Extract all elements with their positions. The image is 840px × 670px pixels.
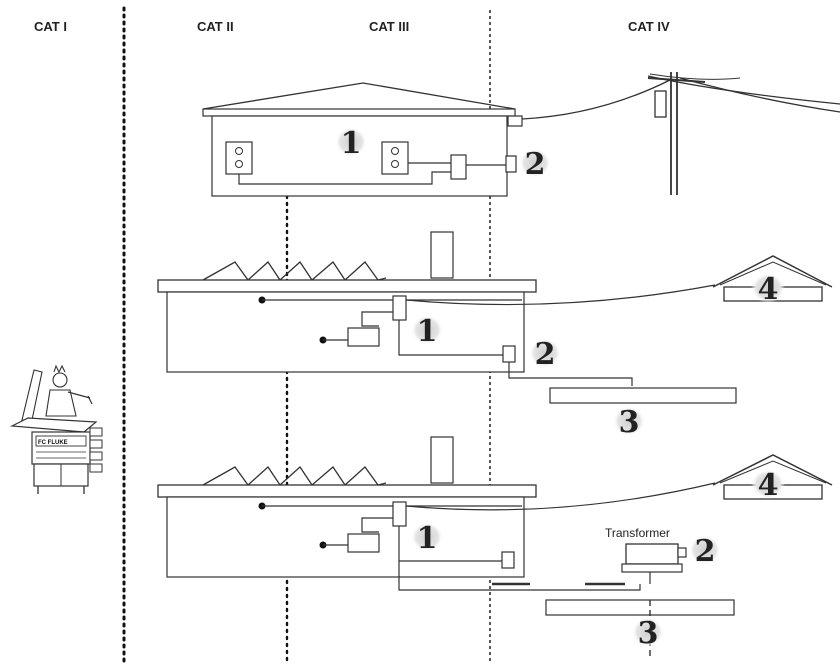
load-box-icon [347, 327, 380, 347]
row3-label-3: 3 [638, 616, 659, 651]
breaker-panel-icon [450, 154, 467, 180]
load-box-icon [347, 533, 380, 553]
copier-machine-icon: FC FLUKE [9, 364, 103, 494]
solar-panel-icon [202, 466, 387, 486]
row2-label-1: 1 [417, 314, 438, 349]
chimney [430, 436, 454, 484]
row3-house [157, 436, 735, 616]
service-meter-icon [502, 345, 516, 363]
row3-label-2: 2 [695, 534, 716, 569]
row2-house [157, 231, 737, 404]
ground-slab [549, 387, 737, 404]
outlet-icon [225, 141, 253, 175]
row2-label-4: 4 [758, 272, 779, 307]
outlet-icon [381, 141, 409, 175]
meter-brand-label: FC FLUKE [38, 440, 68, 446]
row1-house [202, 79, 671, 197]
solar-panel-icon [202, 261, 387, 281]
breaker-panel-icon [392, 501, 407, 527]
ground-slab [545, 599, 735, 616]
cat-i-label: CAT I [34, 19, 67, 34]
row3-label-4: 4 [758, 468, 779, 503]
service-meter-icon [501, 551, 515, 569]
pole-transformer-icon [654, 90, 667, 118]
row3-label-1: 1 [417, 521, 438, 556]
cat-ii-label: CAT II [197, 19, 234, 34]
cat-iv-label: CAT IV [628, 19, 670, 34]
cat-iii-label: CAT III [369, 19, 409, 34]
row2-label-3: 3 [619, 405, 640, 440]
transformer-label: Transformer [605, 526, 670, 540]
chimney [430, 231, 454, 279]
breaker-panel-icon [392, 295, 407, 321]
row1-label-1: 1 [341, 126, 362, 161]
service-meter-icon [505, 155, 517, 173]
row1-label-2: 2 [525, 147, 546, 182]
row2-label-2: 2 [535, 337, 556, 372]
transformer-icon [625, 543, 679, 565]
utility-pole [647, 72, 840, 195]
